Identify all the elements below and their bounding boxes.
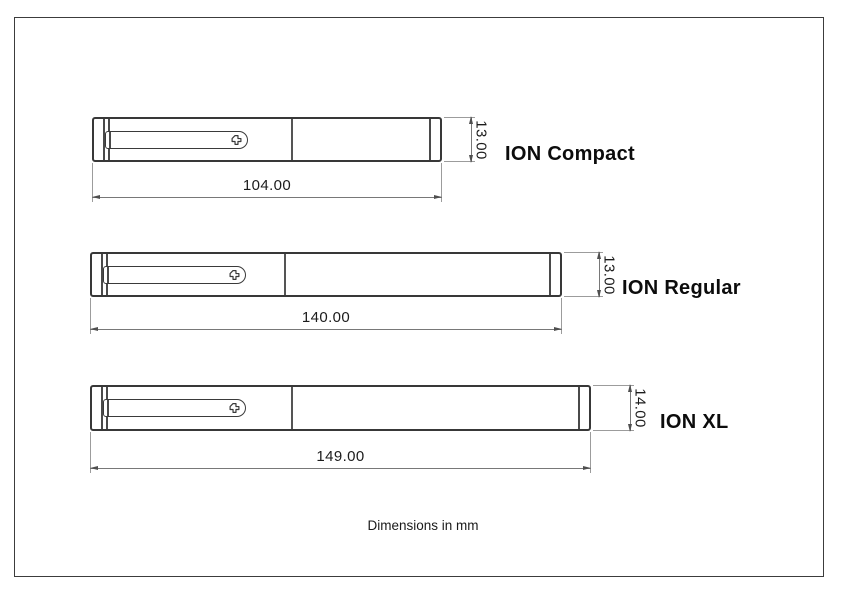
pen-body-outline <box>92 117 442 162</box>
height-dimension-value: 14.00 <box>631 388 649 428</box>
mouthpiece-seam-line <box>429 119 431 160</box>
arrowhead-right-icon <box>583 465 591 470</box>
pocket-clip <box>103 399 246 417</box>
pen-model-label: ION Compact <box>505 143 635 165</box>
length-dimension-line <box>90 468 591 470</box>
length-extension-line-left <box>90 432 91 473</box>
arrowhead-down-icon <box>596 290 601 298</box>
height-extension-line-bottom <box>444 161 475 162</box>
cap-body-seam-line <box>284 254 286 295</box>
cap-body-seam-line <box>291 387 293 429</box>
cap-ring-line-1 <box>103 119 105 160</box>
height-dimension-line <box>627 384 632 432</box>
pen-body-outline <box>90 385 591 431</box>
mouthpiece-seam-line <box>549 254 551 295</box>
pocket-clip <box>105 130 248 149</box>
length-extension-line-right <box>441 163 442 202</box>
cap-ring-line-1 <box>101 387 103 429</box>
pen-model-label: ION XL <box>660 411 729 433</box>
arrowhead-down-icon <box>468 155 473 163</box>
clip-rivet-cross-icon <box>229 269 240 280</box>
length-extension-line-right <box>561 298 562 334</box>
clip-band-line <box>109 131 111 148</box>
length-dimension-value: 104.00 <box>242 177 292 194</box>
length-dimension-value: 140.00 <box>301 309 351 326</box>
mouthpiece-seam-line <box>578 387 580 429</box>
clip-band-line <box>107 400 109 416</box>
clip-rivet-cross-icon <box>231 134 242 145</box>
length-extension-line-right <box>590 432 591 473</box>
arrowhead-down-icon <box>627 424 632 432</box>
height-dimension-value: 13.00 <box>472 119 490 160</box>
length-extension-line-left <box>90 298 91 334</box>
height-extension-line-top <box>564 252 603 253</box>
height-dimension-line <box>468 116 473 163</box>
height-extension-line-bottom <box>593 430 634 431</box>
pen-model-label: ION Regular <box>622 277 741 299</box>
clip-band-line <box>107 266 109 283</box>
length-dimension-line <box>92 197 442 199</box>
arrowhead-up-icon <box>596 251 601 259</box>
clip-rivet-cross-icon <box>229 403 240 413</box>
height-dimension-value: 13.00 <box>600 254 618 295</box>
cap-body-seam-line <box>291 119 293 160</box>
units-note: Dimensions in mm <box>367 518 479 533</box>
length-dimension-value: 149.00 <box>316 448 365 465</box>
pen-body-outline <box>90 252 562 297</box>
arrowhead-right-icon <box>554 326 562 331</box>
arrowhead-right-icon <box>434 194 442 199</box>
arrowhead-left-icon <box>90 465 98 470</box>
arrowhead-up-icon <box>627 384 632 392</box>
length-dimension-line <box>90 329 562 331</box>
height-extension-line-top <box>593 385 634 386</box>
height-dimension-line <box>596 251 601 298</box>
height-extension-line-top <box>444 117 475 118</box>
height-extension-line-bottom <box>564 296 603 297</box>
arrowhead-up-icon <box>468 116 473 124</box>
length-extension-line-left <box>92 163 93 202</box>
arrowhead-left-icon <box>90 326 98 331</box>
drawing-frame-border <box>14 17 824 577</box>
cap-ring-line-1 <box>101 254 103 295</box>
arrowhead-left-icon <box>92 194 100 199</box>
pocket-clip <box>103 265 246 284</box>
